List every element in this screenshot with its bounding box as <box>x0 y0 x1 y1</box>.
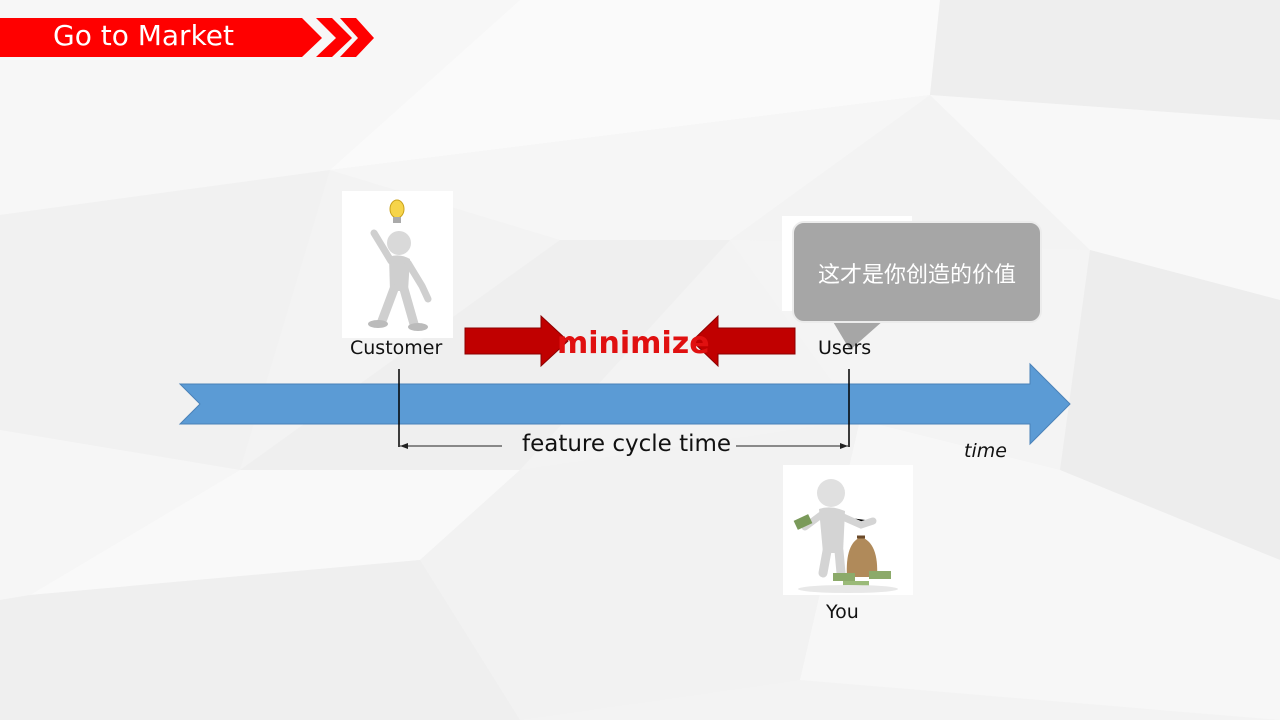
value-callout: 这才是你创造的价值 <box>792 221 1042 323</box>
callout-tail <box>832 320 884 350</box>
person-pointing-icon <box>368 199 432 331</box>
you-label: You <box>826 601 859 623</box>
timeline-arrow <box>178 362 1071 446</box>
callout-text: 这才是你创造的价值 <box>817 263 1016 288</box>
users-label: Users <box>818 337 872 359</box>
title-banner <box>0 18 374 57</box>
customer-label: Customer <box>350 337 443 359</box>
minimize-arrow-left <box>691 314 796 368</box>
slide-title: Go to Market <box>53 19 234 52</box>
you-figure <box>783 465 913 595</box>
lightbulb-icon <box>389 199 405 223</box>
customer-figure <box>342 191 453 338</box>
time-axis-label: time <box>964 440 1007 462</box>
feature-cycle-label: feature cycle time <box>522 431 732 457</box>
minimize-label: minimize <box>557 326 710 361</box>
minimize-arrow-right <box>464 314 569 368</box>
person-with-money-icon <box>793 479 898 593</box>
